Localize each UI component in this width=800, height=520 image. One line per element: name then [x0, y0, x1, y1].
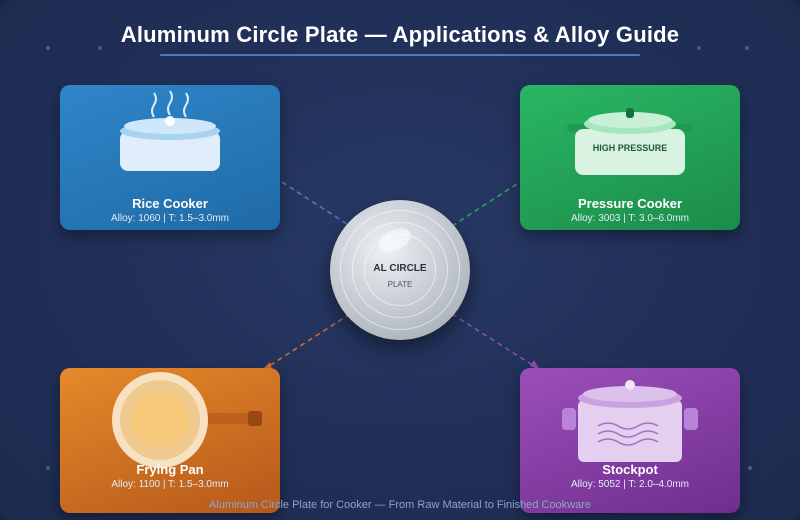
steam-icon	[167, 90, 173, 116]
card-title: Pressure Cooker	[577, 196, 683, 211]
arrow-head-stockpot	[530, 360, 540, 370]
connector-pressure-cooker	[451, 181, 521, 227]
alloy-spec: Alloy: 3003 | T: 3.0–6.0mm	[570, 213, 690, 224]
rice-cooker-icon	[120, 90, 220, 171]
center-label: AL CIRCLE	[373, 263, 427, 274]
background-dot	[697, 46, 701, 50]
alloy-spec: Alloy: 5052 | T: 2.0–4.0mm	[570, 479, 690, 490]
steam-icon	[183, 92, 189, 118]
card-title: Frying Pan	[136, 462, 204, 477]
disk-ring	[340, 210, 460, 330]
background-dot	[98, 46, 102, 50]
connector-stockpot	[451, 313, 535, 367]
stockpot-icon	[562, 380, 698, 462]
background-dot	[748, 466, 752, 470]
alloy-spec: Alloy: 1100 | T: 1.5–3.0mm	[111, 479, 229, 490]
background-dot	[745, 46, 749, 50]
center-sublabel: PLATE	[387, 280, 413, 289]
connector-rice-cooker	[281, 181, 351, 227]
footer-caption: Aluminum Circle Plate for Cooker — From …	[208, 499, 592, 511]
frying-pan-icon	[112, 372, 262, 468]
card-pressure-cooker[interactable]: HIGH PRESSURE Pressure Cooker Alloy: 300…	[520, 85, 740, 230]
connector-frying-pan	[265, 313, 351, 369]
high-pressure-badge: HIGH PRESSURE	[592, 143, 668, 153]
background-dot	[46, 466, 50, 470]
pressure-cooker-icon	[567, 108, 693, 175]
background-dot	[46, 46, 50, 50]
disk-ring	[352, 222, 448, 318]
al-circle-plate[interactable]: AL CIRCLE PLATE	[330, 200, 470, 340]
card-frying-pan[interactable]: Frying Pan Alloy: 1100 | T: 1.5–3.0mm	[60, 368, 280, 513]
title-underline	[160, 54, 640, 56]
card-rice-cooker[interactable]: Rice Cooker Alloy: 1060 | T: 1.5–3.0mm	[60, 85, 280, 230]
steam-icon	[151, 92, 157, 118]
alloy-spec: Alloy: 1060 | T: 1.5–3.0mm	[110, 213, 230, 224]
card-stockpot[interactable]: Stockpot Alloy: 5052 | T: 2.0–4.0mm	[520, 368, 740, 513]
diagram-title: Aluminum Circle Plate — Applications & A…	[120, 22, 680, 47]
card-title: Stockpot	[602, 462, 658, 477]
card-title: Rice Cooker	[132, 196, 208, 211]
